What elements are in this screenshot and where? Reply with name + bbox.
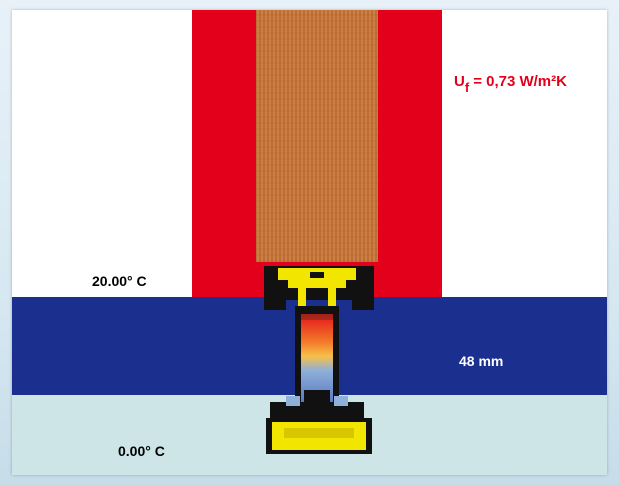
uf-value: = 0,73 W/m²K [473, 73, 567, 90]
warm-temperature-label: 20.00° C [92, 273, 147, 289]
lower-gasket [270, 390, 364, 422]
bottom-profile [266, 418, 372, 454]
thickness-label: 48 mm [459, 353, 504, 369]
cold-temperature-label: 0.00° C [118, 443, 165, 459]
window-section-diagram [12, 10, 607, 454]
uf-value-label: Uf= 0,73 W/m²K [454, 73, 567, 95]
wood-core [256, 10, 378, 262]
uf-subscript: f [464, 80, 470, 95]
uf-symbol: U [454, 73, 465, 90]
upper-gasket [264, 266, 374, 310]
diagram-panel: 20.00° C 0.00° C 48 mm Uf= 0,73 W/m²K [12, 10, 607, 475]
